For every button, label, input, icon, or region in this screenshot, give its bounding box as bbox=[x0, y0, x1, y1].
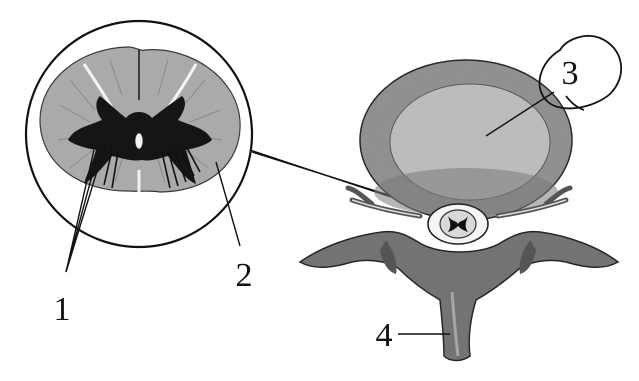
vertebra bbox=[300, 60, 618, 361]
magnified-cross-section bbox=[26, 21, 252, 247]
label-2: 2 bbox=[236, 257, 253, 294]
label-1: 1 bbox=[54, 291, 71, 328]
label-4: 4 bbox=[376, 317, 393, 354]
label-3: 3 bbox=[562, 55, 579, 92]
central-canal bbox=[135, 133, 143, 149]
